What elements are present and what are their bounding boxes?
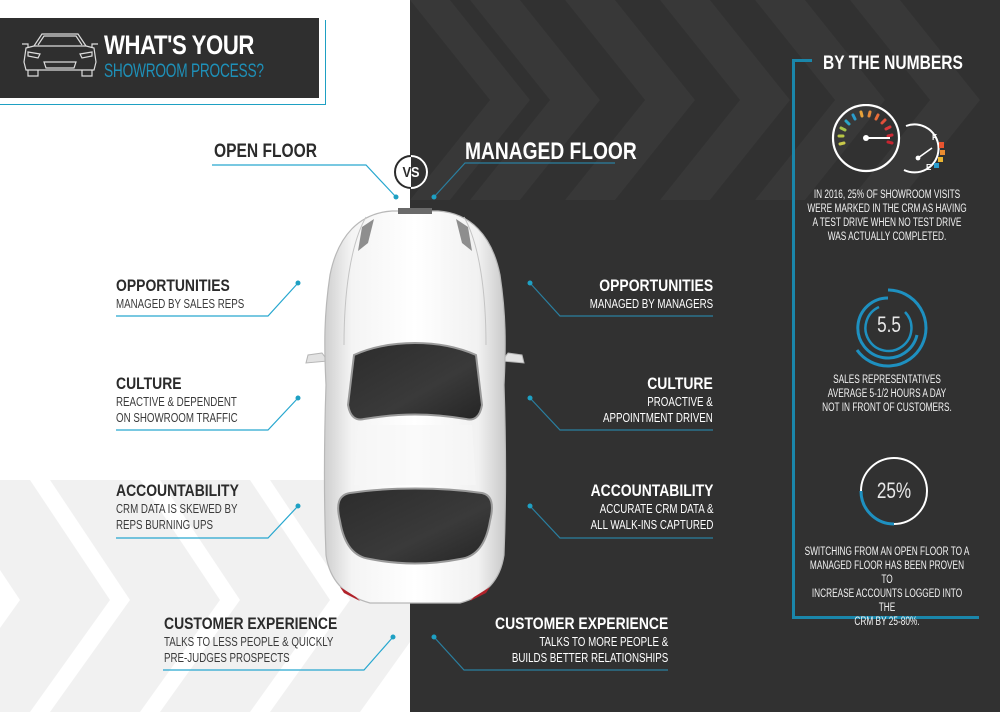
stat-line: A TEST DRIVE WHEN NO TEST DRIVE: [812, 217, 962, 229]
open-floor-item-opportunities: OPPORTUNITIES MANAGED BY SALES REPS: [116, 276, 280, 312]
title-banner: [0, 18, 319, 98]
item-title: CULTURE: [647, 374, 713, 393]
car-front-outline-icon: [22, 33, 98, 77]
item-desc: MANAGED BY MANAGERS: [589, 297, 713, 311]
vs-badge: VS: [394, 155, 428, 189]
stat-line: SWITCHING FROM AN OPEN FLOOR TO A: [804, 546, 970, 558]
stat-3-text: SWITCHING FROM AN OPEN FLOOR TO A MANAGE…: [804, 545, 970, 629]
item-title: ACCOUNTABILITY: [590, 481, 713, 500]
item-desc: PRE-JUDGES PROSPECTS: [164, 651, 290, 665]
svg-text:E: E: [926, 163, 932, 172]
item-title: CUSTOMER EXPERIENCE: [164, 614, 338, 633]
open-floor-item-accountability: ACCOUNTABILITY CRM DATA IS SKEWED BY REP…: [116, 481, 272, 533]
item-desc: PROACTIVE &: [647, 395, 713, 409]
managed-floor-item-customer-experience: CUSTOMER EXPERIENCE TALKS TO MORE PEOPLE…: [457, 614, 668, 666]
item-desc: TALKS TO LESS PEOPLE & QUICKLY: [164, 635, 334, 649]
stat-2-value: 5.5: [877, 312, 901, 337]
page-subtitle: SHOWROOM PROCESS?: [104, 61, 264, 82]
managed-floor-heading: MANAGED FLOOR: [465, 138, 637, 165]
car-top-view-illustration: [305, 208, 525, 604]
item-desc: CRM DATA IS SKEWED BY: [116, 502, 238, 516]
item-title: CULTURE: [116, 374, 182, 393]
concentric-rings-icon: [855, 288, 928, 368]
chevron-pattern-dark: [410, 0, 980, 200]
managed-floor-item-opportunities: OPPORTUNITIES MANAGED BY MANAGERS: [555, 276, 713, 312]
by-the-numbers-frame: [792, 59, 979, 619]
managed-floor-item-culture: CULTURE PROACTIVE & APPOINTMENT DRIVEN: [572, 374, 713, 426]
by-the-numbers-title: BY THE NUMBERS: [823, 53, 963, 74]
stat-line: AVERAGE 5-1/2 HOURS A DAY: [827, 388, 947, 400]
item-desc: REACTIVE & DEPENDENT: [116, 395, 237, 409]
stat-line: SALES REPRESENTATIVES: [833, 374, 941, 386]
item-desc: ACCURATE CRM DATA &: [599, 502, 713, 516]
stat-line: MANAGED FLOOR HAS BEEN PROVEN TO: [809, 560, 965, 586]
stat-line: WERE MARKED IN THE CRM AS HAVING: [807, 203, 967, 215]
speedometer-fuel-gauge-icon: F E: [831, 104, 945, 174]
item-title: OPPORTUNITIES: [116, 276, 230, 295]
svg-text:F: F: [932, 133, 937, 142]
item-title: OPPORTUNITIES: [599, 276, 713, 295]
item-desc: MANAGED BY SALES REPS: [116, 297, 245, 311]
open-floor-heading: OPEN FLOOR: [214, 141, 318, 162]
item-desc: ON SHOWROOM TRAFFIC: [116, 411, 238, 425]
stat-line: CRM BY 25-80%.: [854, 616, 920, 628]
stat-1-text: IN 2016, 25% OF SHOWROOM VISITS WERE MAR…: [804, 188, 970, 244]
item-desc: TALKS TO MORE PEOPLE &: [539, 635, 668, 649]
stat-line: IN 2016, 25% OF SHOWROOM VISITS: [813, 189, 961, 201]
managed-floor-item-accountability: ACCOUNTABILITY ACCURATE CRM DATA & ALL W…: [556, 481, 713, 533]
stat-line: INCREASE ACCOUNTS LOGGED INTO THE: [811, 588, 963, 614]
stat-2-text: SALES REPRESENTATIVES AVERAGE 5-1/2 HOUR…: [804, 373, 970, 415]
open-floor-item-culture: CULTURE REACTIVE & DEPENDENT ON SHOWROOM…: [116, 374, 272, 426]
progress-ring-icon: [859, 457, 928, 526]
item-desc: BUILDS BETTER RELATIONSHIPS: [511, 651, 668, 665]
item-desc: ALL WALK-INS CAPTURED: [590, 518, 713, 532]
title-frame: [0, 20, 326, 105]
stat-3-value: 25%: [876, 478, 912, 503]
item-title: CUSTOMER EXPERIENCE: [494, 614, 668, 633]
stat-line: WAS ACTUALLY COMPLETED.: [827, 231, 947, 243]
item-desc: REPS BURNING UPS: [116, 518, 213, 532]
open-floor-item-customer-experience: CUSTOMER EXPERIENCE TALKS TO LESS PEOPLE…: [164, 614, 381, 666]
stat-line: NOT IN FRONT OF CUSTOMERS.: [822, 402, 952, 414]
page-title: WHAT'S YOUR: [104, 30, 254, 60]
item-desc: APPOINTMENT DRIVEN: [603, 411, 713, 425]
vs-label: VS: [402, 163, 420, 181]
item-title: ACCOUNTABILITY: [116, 481, 239, 500]
